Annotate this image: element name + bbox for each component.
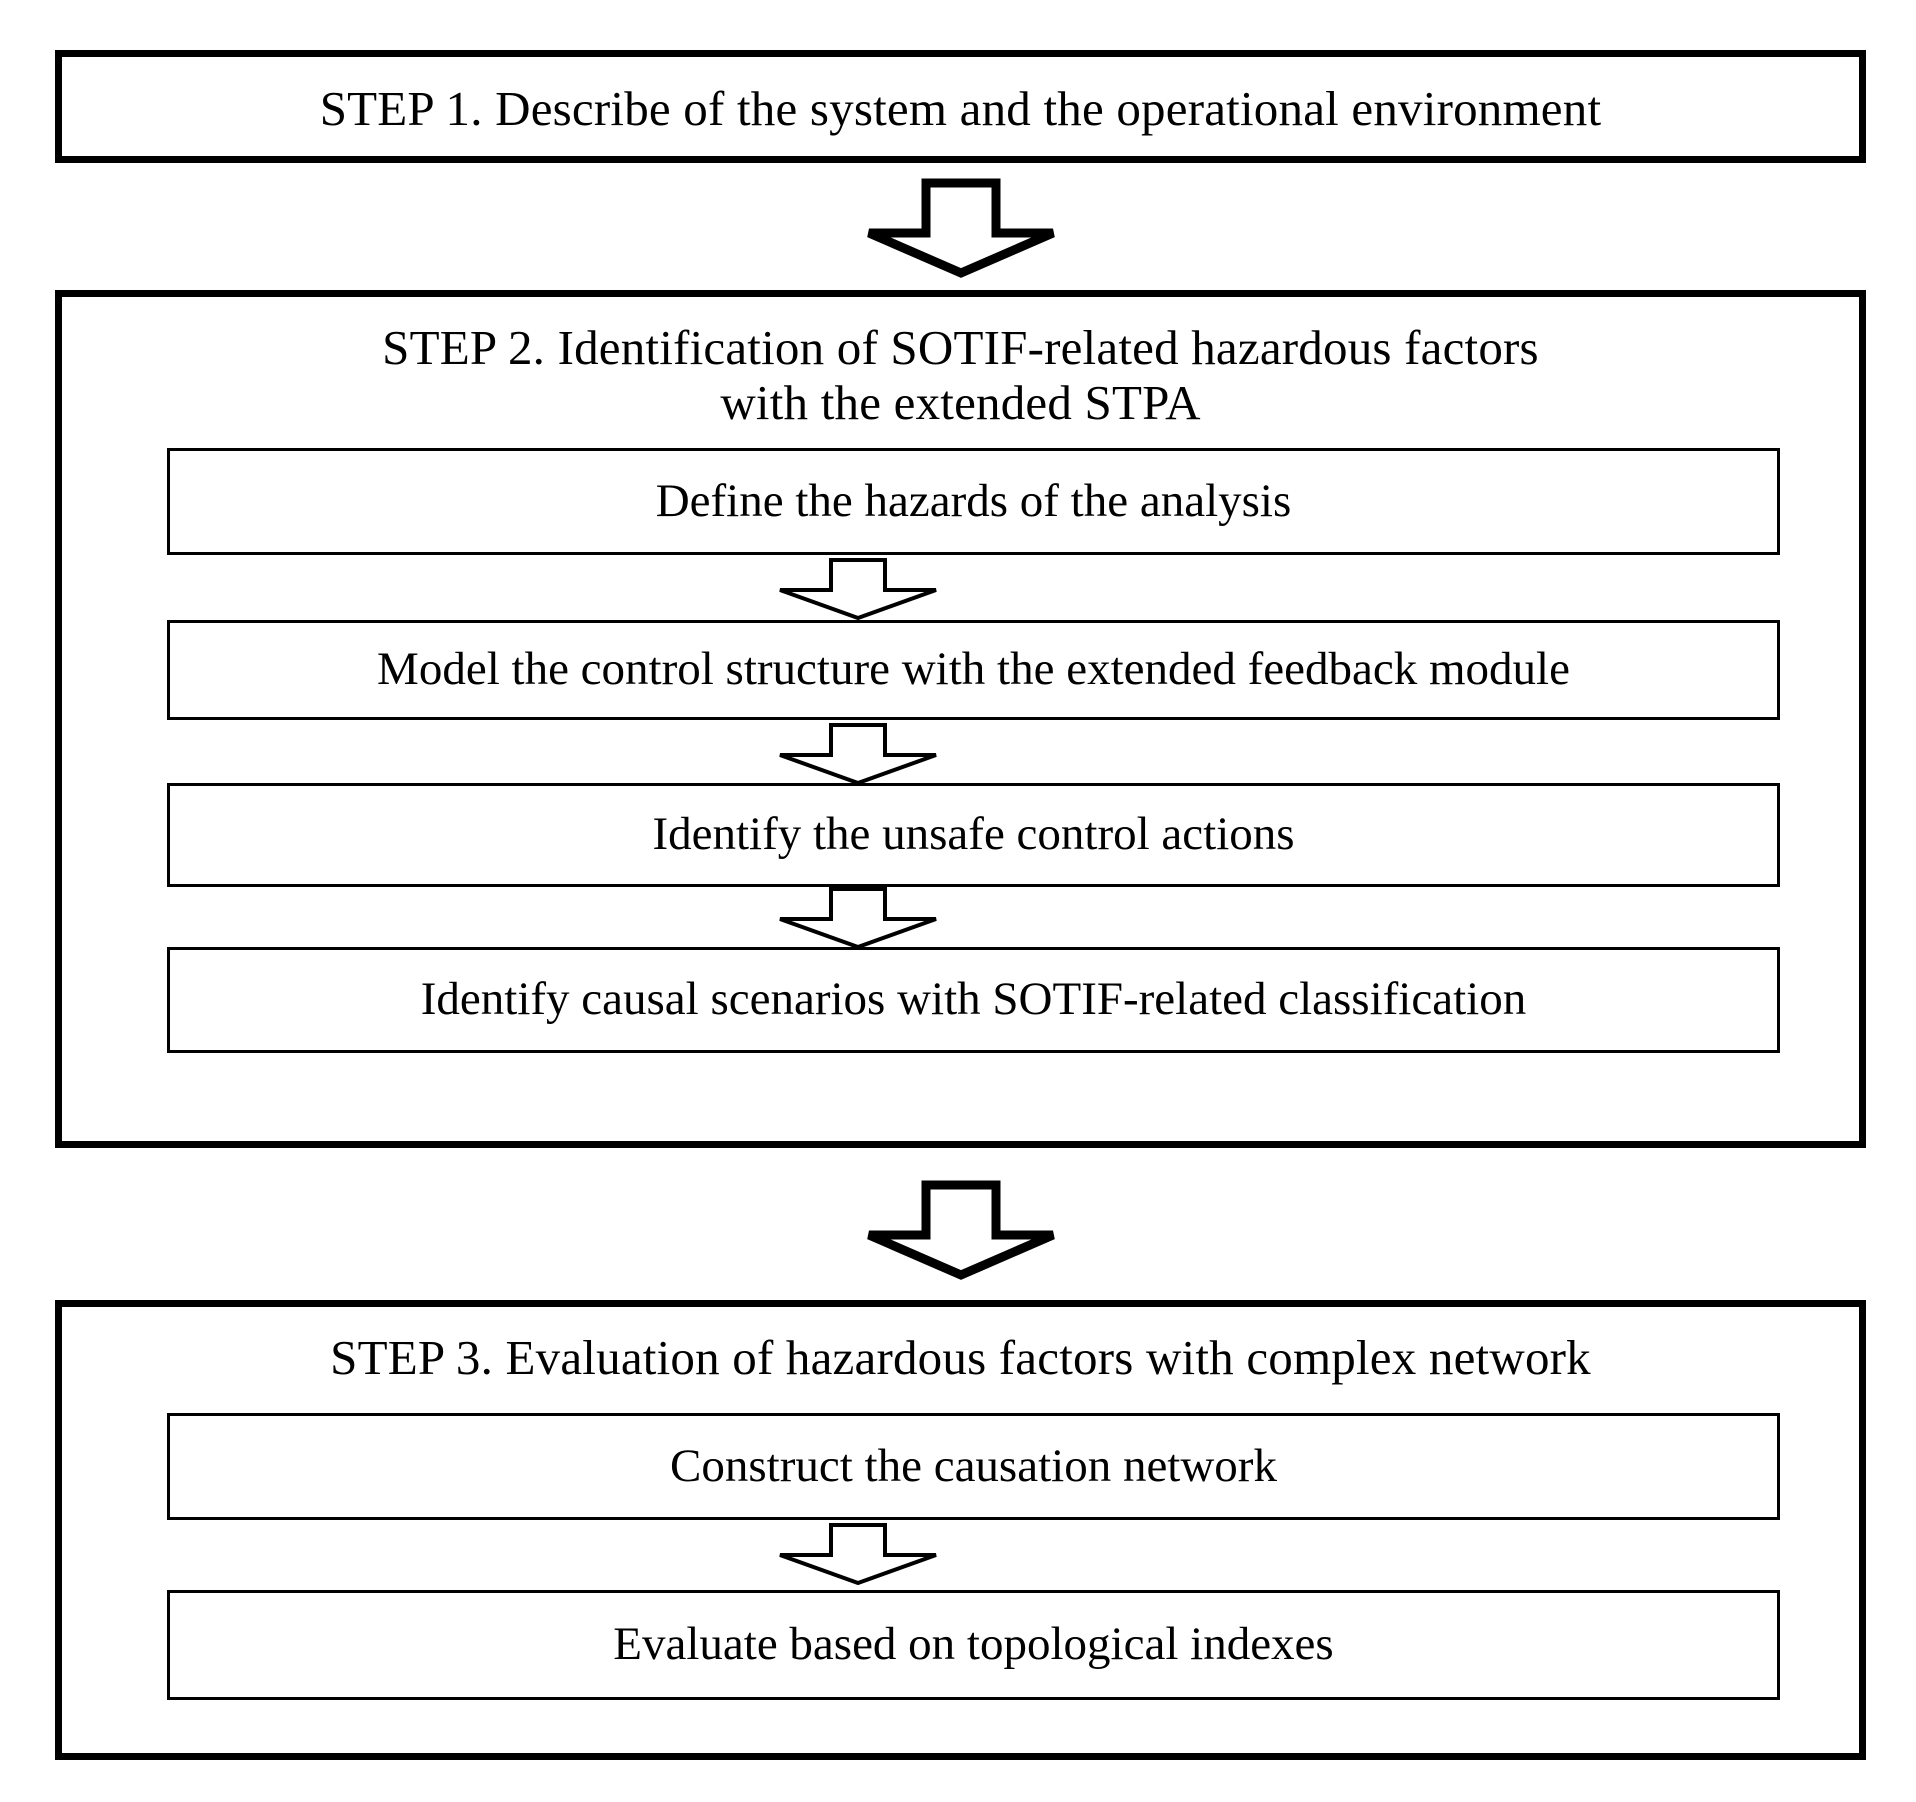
step-1-heading: STEP 1. Describe of the system and the o… [319, 81, 1602, 136]
task-box-construct-causation-network[interactable]: Construct the causation network [167, 1413, 1780, 1520]
step-2-heading: STEP 2. Identification of SOTIF-related … [382, 320, 1539, 430]
down-arrow-icon-s2-task2-to-task3 [775, 886, 941, 950]
task-label: Model the control structure with the ext… [377, 643, 1570, 696]
task-label: Identify causal scenarios with SOTIF-rel… [420, 973, 1527, 1026]
task-box-identify-causal-scenarios[interactable]: Identify causal scenarios with SOTIF-rel… [167, 947, 1780, 1053]
step-2-container: STEP 2. Identification of SOTIF-related … [55, 290, 1866, 1148]
step-1-container: STEP 1. Describe of the system and the o… [55, 50, 1866, 163]
task-box-model-control-structure[interactable]: Model the control structure with the ext… [167, 620, 1780, 720]
task-box-define-hazards[interactable]: Define the hazards of the analysis [167, 448, 1780, 555]
task-label: Construct the causation network [670, 1439, 1277, 1492]
task-label: Evaluate based on topological indexes [613, 1618, 1334, 1671]
task-box-identify-unsafe-control-actions[interactable]: Identify the unsafe control actions [167, 783, 1780, 887]
step-3-heading: STEP 3. Evaluation of hazardous factors … [330, 1330, 1591, 1385]
task-label: Define the hazards of the analysis [655, 474, 1292, 527]
task-box-evaluate-topological-indexes[interactable]: Evaluate based on topological indexes [167, 1590, 1780, 1700]
down-arrow-icon-step1-to-step2 [863, 178, 1059, 278]
down-arrow-icon-s3-task0-to-task1 [775, 1522, 941, 1586]
down-arrow-icon-s2-task1-to-task2 [775, 722, 941, 786]
down-arrow-icon-step2-to-step3 [863, 1180, 1059, 1280]
step-3-container: STEP 3. Evaluation of hazardous factors … [55, 1300, 1866, 1760]
task-label: Identify the unsafe control actions [652, 808, 1295, 861]
down-arrow-icon-s2-task0-to-task1 [775, 557, 941, 621]
